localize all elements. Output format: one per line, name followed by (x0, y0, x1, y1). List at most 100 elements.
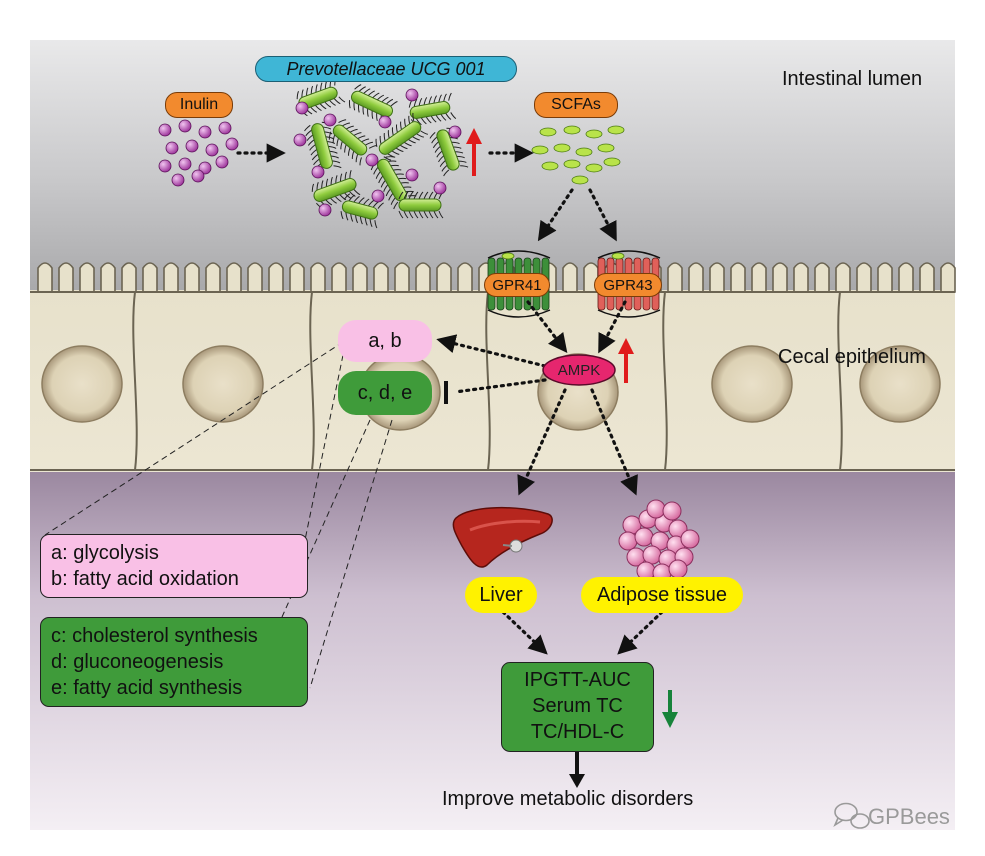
key-item-d: d: gluconeogenesis (51, 651, 224, 673)
microvillus (373, 262, 389, 293)
bacterium-flagellum (313, 155, 339, 166)
bacterium-flagellum (362, 90, 375, 115)
bacterium-body (313, 178, 357, 202)
bacterium-flagellum (310, 85, 322, 112)
epithelium-label: Cecal epithelium (778, 346, 926, 368)
bacterium-flagellum (423, 191, 429, 219)
microvillus (457, 262, 473, 293)
bacterium-flagellum (404, 118, 420, 141)
microvillus (835, 262, 851, 293)
scfa-particle (541, 161, 559, 171)
microvillus (562, 262, 578, 293)
arrow-ampk-to-adipose (590, 388, 638, 496)
bacterium-flagellum (443, 93, 452, 120)
arrow-scfas-to-gpr41 (537, 188, 574, 242)
bacterium-body (409, 101, 451, 119)
liver-icon (452, 507, 553, 568)
scfa-particle (611, 252, 625, 260)
bacterium-flagellum (379, 135, 396, 158)
scfa-particle (531, 145, 549, 155)
arrow-ampk-to-ab (436, 334, 547, 368)
inulin-particle (198, 125, 212, 139)
gpr41-label: GPR41 (484, 273, 550, 297)
bacterium-rod (375, 112, 429, 161)
bacterium-flagellum (335, 175, 347, 201)
line-ampk-to-cde (453, 378, 547, 394)
microvillus (436, 262, 452, 293)
nucleus (711, 345, 793, 423)
scfa-particle (585, 163, 603, 173)
microvillus (247, 262, 263, 293)
bacterium-rod (408, 92, 457, 126)
bacterium-flagellum (403, 191, 409, 219)
bacterium-flagellum (380, 173, 404, 188)
microvillus (121, 262, 137, 293)
bacterium-flagellum (385, 182, 409, 197)
scfa-particle (571, 175, 589, 185)
epithelium-band (30, 290, 955, 472)
bacterium-rod (311, 170, 361, 209)
arrow-ampk-to-liver (517, 388, 567, 496)
bacterium-body (378, 121, 422, 155)
key-item-e: e: fatty acid synthesis (51, 677, 243, 699)
bacterium-flagellum (376, 96, 389, 122)
promoted-processes: a, b (338, 320, 432, 362)
scfa-particles (531, 125, 625, 185)
bacterium-flagellum (320, 82, 332, 108)
bacterium-flagellum (367, 92, 380, 117)
bacterium-flagellum (383, 177, 407, 192)
bacterium-flagellum (423, 97, 432, 124)
inulin-particle (205, 143, 219, 157)
ampk-up-arrow-icon (618, 338, 634, 383)
bacteria-particle (293, 133, 307, 147)
bacterium-body (436, 129, 460, 171)
nucleus (859, 345, 941, 423)
bacterium-flagellum (321, 180, 333, 206)
fat-cell (662, 501, 682, 521)
bacterium-flagellum (443, 165, 469, 177)
bacterium-flagellum (336, 125, 354, 147)
receptor-loop (487, 250, 551, 259)
bacterium-flagellum (353, 86, 366, 111)
bacterium-rod (429, 127, 469, 177)
bacterium-flagellum (448, 92, 457, 120)
bacterium-flagellum (371, 94, 385, 119)
watermark-text: GPBees (868, 804, 950, 829)
lumen-label: Intestinal lumen (782, 68, 923, 90)
adipose-tissue-icon (618, 499, 700, 583)
receptor-loop (597, 250, 661, 259)
outcome-item-2: Serum TC (532, 695, 623, 717)
fat-cell (680, 529, 700, 549)
receptor-proteins (487, 250, 661, 318)
bacterium-flagellum (358, 88, 371, 113)
fat-cell (618, 531, 638, 551)
microvillus (100, 262, 116, 293)
bacteria-particle (405, 168, 419, 182)
bacterium-body (341, 200, 379, 220)
gpr43-label: GPR43 (594, 273, 662, 297)
inulin-particle (218, 121, 232, 135)
bacterium-flagellum (315, 84, 327, 110)
bacterium-flagellum (387, 130, 404, 153)
bacterium-flagellum (436, 146, 462, 158)
bacterium-flagellum (311, 150, 338, 161)
arrow-liver-to-outcome (501, 610, 548, 655)
liver-label: Liver (465, 577, 537, 613)
bacterium-body (398, 198, 442, 212)
bacterium-flagellum (328, 119, 347, 140)
microvillus (919, 262, 935, 293)
bacterium-flagellum (383, 133, 400, 155)
inulin-particle (185, 139, 199, 153)
microvillus (688, 262, 704, 293)
bacterium-body (311, 123, 333, 169)
bacterium-flagellum (332, 122, 350, 143)
arrow-outcome-to-conclusion-head (569, 774, 585, 788)
fat-cell (642, 545, 662, 565)
cell-border (132, 291, 138, 471)
inulin-particle (178, 119, 192, 133)
microvillus (898, 262, 914, 293)
bacterium-flagellum (355, 141, 373, 163)
scfa-particle (563, 125, 581, 135)
bacterium-flagellum (388, 186, 412, 201)
arrow-gpr43-to-ampk (598, 300, 627, 354)
